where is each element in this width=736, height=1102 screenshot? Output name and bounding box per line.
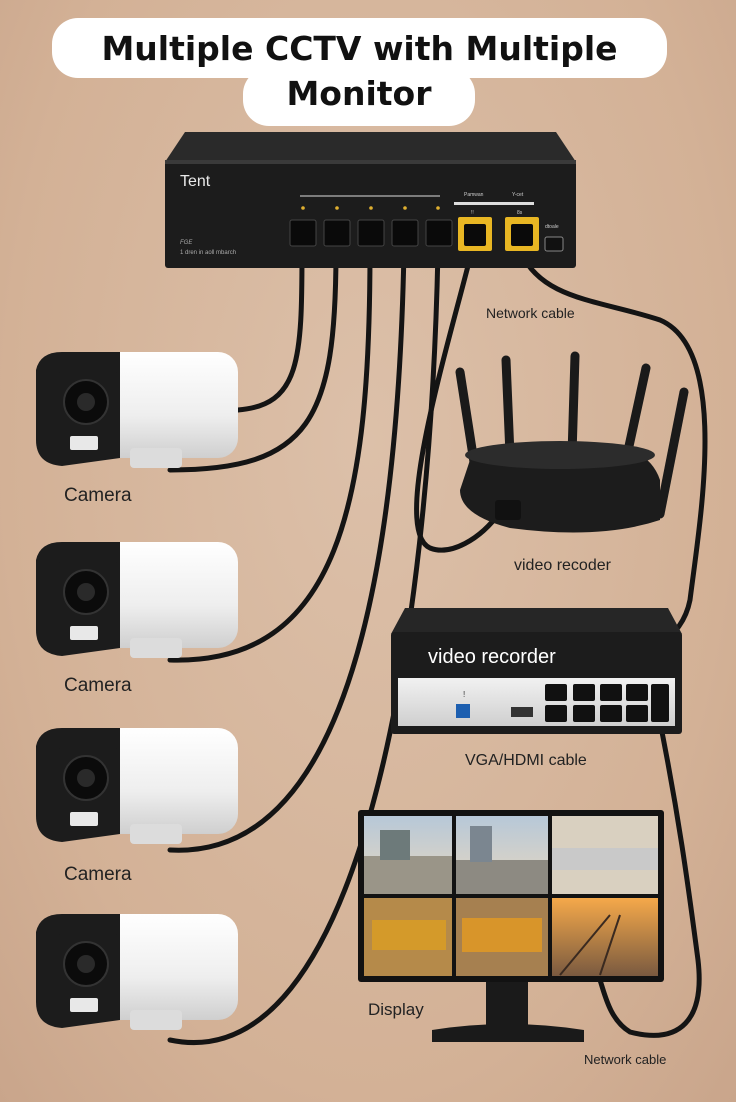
camera-label: Camera — [64, 675, 132, 696]
cable-camera-3 — [167, 247, 373, 663]
cable-display — [597, 709, 702, 1038]
camera-3 — [36, 728, 238, 844]
switch-port-right-label: Y-cet — [512, 192, 524, 198]
switch-port-b: 8s — [517, 210, 523, 216]
cable-router — [414, 247, 503, 553]
cable-camera-4 — [167, 247, 407, 853]
switch-misc-label: dtoale — [545, 224, 559, 230]
router-antennas — [455, 351, 689, 519]
label-network-cable-top: Network cable — [486, 305, 575, 321]
camera-label: Camera — [64, 485, 132, 506]
switch-ports — [289, 219, 453, 247]
title-line-1: Multiple CCTV with Multiple — [52, 18, 667, 78]
network-switch: Tent FGE 1 dren in aoll mbarch Pamwan Y-… — [165, 132, 576, 268]
camera-2 — [36, 542, 238, 658]
cables — [167, 247, 708, 1045]
switch-brand: Tent — [180, 173, 211, 190]
switch-port-leds — [301, 206, 440, 210]
switch-port-a: !! — [471, 210, 474, 216]
switch-subtitle: 1 dren in aoll mbarch — [180, 250, 236, 256]
recorder-name: video recorder — [428, 646, 556, 668]
recorder-ports — [545, 684, 669, 722]
label-router: video recoder — [514, 557, 612, 574]
svg-text:!: ! — [463, 690, 465, 699]
display-monitor — [358, 810, 664, 1042]
title-line-2: Monitor — [243, 68, 475, 126]
label-vga-hdmi-cable: VGA/HDMI cable — [465, 752, 587, 769]
camera-4 — [36, 914, 238, 1030]
switch-port-left-label: Pamwan — [464, 192, 484, 198]
camera-1 — [36, 352, 238, 468]
video-recorder: video recorder ! — [391, 608, 682, 734]
label-network-cable-bottom: Network cable — [584, 1052, 666, 1067]
camera-feeds — [364, 816, 658, 976]
router — [455, 351, 689, 533]
camera-label: Camera — [64, 864, 132, 885]
switch-model: FGE — [180, 240, 193, 246]
cable-camera-2 — [167, 247, 339, 473]
label-display: Display — [368, 1000, 424, 1019]
cable-camera-1 — [235, 247, 305, 413]
